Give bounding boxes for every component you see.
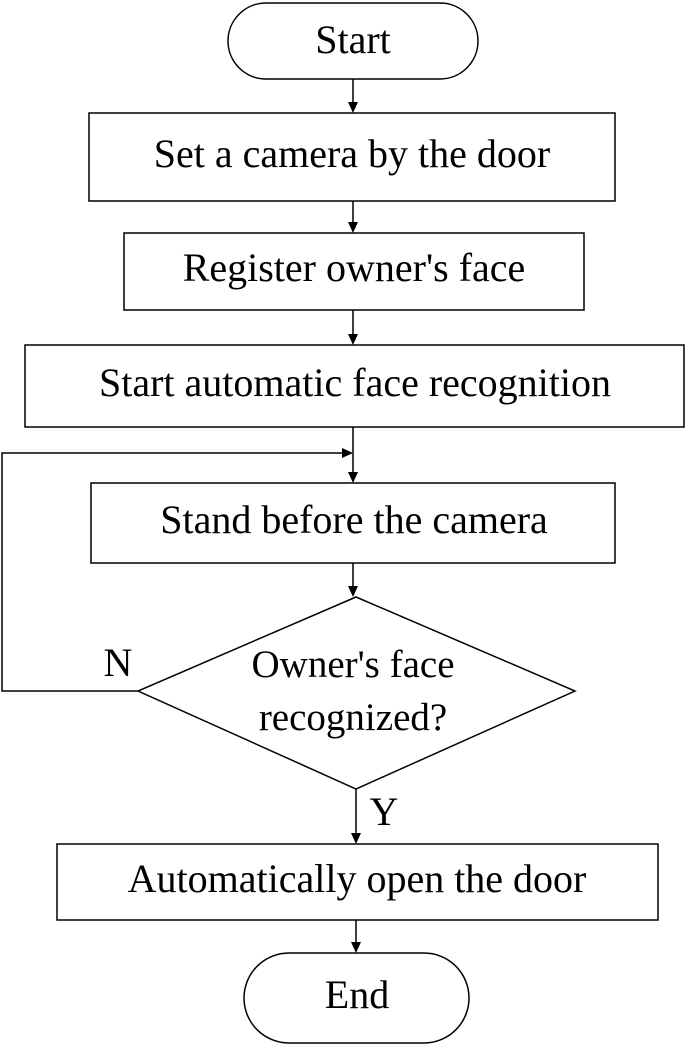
edge-stand-to-decision bbox=[348, 563, 358, 597]
end-node: End bbox=[243, 952, 470, 1044]
decision-line-1: Owner's face bbox=[252, 643, 455, 686]
decision-line-2: recognized? bbox=[259, 696, 447, 739]
end-label: End bbox=[325, 972, 389, 1017]
step-start-recognition: Start automatic face recognition bbox=[24, 344, 685, 428]
step-start-recognition-label: Start automatic face recognition bbox=[99, 360, 611, 405]
edge-register-to-start-recognition bbox=[348, 310, 358, 345]
step-register-face-label: Register owner's face bbox=[183, 245, 526, 290]
decision-face-recognized: Owner's face recognized? bbox=[136, 596, 577, 790]
step-stand-before-camera: Stand before the camera bbox=[90, 482, 616, 564]
step-set-camera-label: Set a camera by the door bbox=[154, 131, 551, 176]
step-set-camera: Set a camera by the door bbox=[88, 112, 616, 202]
edge-decision-to-open-door bbox=[351, 789, 361, 844]
step-open-door: Automatically open the door bbox=[56, 843, 659, 921]
edge-set-camera-to-register bbox=[348, 201, 358, 233]
step-register-face: Register owner's face bbox=[123, 232, 585, 311]
edge-open-door-to-end bbox=[351, 920, 361, 953]
start-label: Start bbox=[315, 17, 391, 62]
start-node: Start bbox=[227, 2, 479, 80]
edge-start-to-set-camera bbox=[348, 79, 358, 113]
branch-label-no: N bbox=[104, 640, 133, 685]
branch-label-yes: Y bbox=[370, 789, 399, 834]
step-open-door-label: Automatically open the door bbox=[128, 856, 587, 901]
step-stand-before-camera-label: Stand before the camera bbox=[160, 497, 548, 542]
edge-loop-back-no bbox=[1, 448, 353, 692]
edge-start-recognition-to-stand bbox=[348, 427, 358, 483]
